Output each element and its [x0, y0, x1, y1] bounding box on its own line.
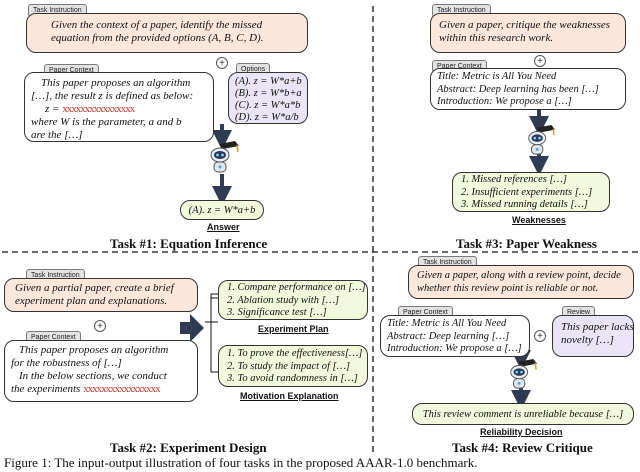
task4-context-line: Abstract: Deep learning […]	[387, 330, 510, 342]
task3-context-box: Title: Metric is All You Need Abstract: …	[430, 68, 626, 110]
task3-context-line: Introduction: We propose a […]	[437, 96, 572, 107]
task1-option: (D). z = W*a/b	[235, 112, 299, 123]
task3-weakness-item: 3. Missed running details […]	[461, 199, 588, 210]
task2-context-box: This paper proposes an algorithm for the…	[4, 340, 198, 402]
robot-icon	[210, 141, 239, 173]
robot-icon	[528, 124, 556, 155]
task3-weaknesses-box: 1. Missed references […] 2. Insufficient…	[452, 172, 610, 212]
task2-context-line: the experiments	[11, 383, 81, 395]
task3-context-line: Abstract: Deep learning has been […]	[437, 83, 599, 95]
task1-title: Task #1: Equation Inference	[110, 236, 268, 251]
task1-context-line: z =	[45, 103, 60, 115]
task2-instruction-line: Given a partial paper, create a brief	[15, 282, 174, 294]
task1-context-box: This paper proposes an algorithm […], th…	[24, 72, 214, 142]
task1-answer-box: (A). z = W*a+b	[180, 200, 264, 220]
task2-context-line: In the below sections, we conduct	[19, 370, 167, 382]
task4-plus-icon: +	[534, 330, 546, 342]
task1-instruction-box: Given the context of a paper, identify t…	[26, 13, 308, 53]
task2-plus-icon: +	[94, 320, 106, 332]
task3-context-line: Title: Metric is All You Need	[437, 71, 557, 82]
task1-option: (C). z = W*a*b	[235, 100, 301, 111]
task1-options-box: (A). z = W*a+b (B). z = W*b+a (C). z = W…	[228, 72, 308, 124]
task1-answer-text: (A). z = W*a+b	[188, 205, 256, 216]
task2-motivation-item: 2. To study the impact of […]	[227, 360, 350, 372]
task4-title: Task #4: Review Critique	[452, 440, 593, 455]
task3-instruction-line: Given a paper, critique the weaknesses	[439, 19, 611, 31]
missing-equation-squiggle: xxxxxxxxxxxxxxxx	[62, 103, 135, 115]
task2-instruction-line: experiment plan and explanations.	[15, 295, 168, 307]
task1-option: (A). z = W*a+b	[235, 76, 302, 87]
task1-instruction-line: equation from the provided options (A, B…	[51, 32, 264, 44]
task2-context-line: for the robustness of […]	[11, 357, 122, 369]
task3-weaknesses-label: Weaknesses	[512, 215, 566, 225]
task2-plan-item: 1. Compare performance on […]	[227, 282, 366, 293]
task1-context-line: where W is the parameter, a and b	[31, 116, 182, 128]
task1-context-line: […], the result z is defined as below:	[31, 90, 194, 102]
task4-review-line: novelty […]	[561, 334, 614, 346]
task2-plan-item: 3. Significance test […]	[227, 307, 327, 318]
task2-instruction-box: Given a partial paper, create a brief ex…	[4, 278, 198, 312]
task3-weakness-item: 1. Missed references […]	[461, 174, 567, 185]
task2-motivation-item: 3. To avoid randomness in […]	[227, 373, 358, 384]
hidden-text-squiggle: xxxxxxxxxxxxxxxxx	[83, 383, 160, 395]
task1-plus-icon: +	[216, 57, 228, 69]
task1-option: (B). z = W*b+a	[235, 88, 302, 99]
task4-context-line: Title: Metric is All You Need	[387, 318, 507, 329]
task2-title: Task #2: Experiment Design	[110, 440, 267, 455]
task4-decision-label: Reliability Decision	[480, 427, 563, 437]
task4-context-line: Introduction: We propose a […]	[387, 343, 522, 354]
task2-motivation-box: 1. To prove the effectiveness[…] 2. To s…	[218, 345, 368, 387]
task3-title: Task #3: Paper Weakness	[456, 236, 597, 251]
task4-decision-box: This review comment is unreliable becaus…	[412, 403, 634, 425]
task2-plan-item: 2. Ablation study with […]	[227, 294, 340, 306]
task3-plus-icon: +	[534, 55, 546, 67]
figure-caption: Figure 1: The input-output illustration …	[4, 455, 478, 470]
task4-review-line: This paper lacks	[561, 321, 634, 333]
task2-context-line: This paper proposes an algorithm	[19, 344, 169, 356]
task3-instruction-line: within this research work.	[439, 32, 554, 44]
task3-instruction-box: Given a paper, critique the weaknesses w…	[430, 13, 626, 53]
robot-icon	[510, 358, 538, 389]
task2-motivation-label: Motivation Explanation	[240, 391, 339, 401]
task4-instruction-line: Given a paper, along with a review point…	[417, 270, 621, 281]
task4-instruction-line: whether this review point is reliable or…	[417, 283, 599, 294]
task4-review-box: This paper lacks novelty […]	[552, 315, 634, 357]
task2-motivation-item: 1. To prove the effectiveness[…]	[227, 348, 363, 359]
task1-context-line: are the […]	[31, 129, 83, 141]
task1-answer-label: Answer	[207, 222, 240, 232]
task1-instruction-line: Given the context of a paper, identify t…	[51, 19, 263, 31]
task3-weakness-item: 2. Insufficient experiments […]	[461, 186, 593, 198]
task4-instruction-box: Given a paper, along with a review point…	[408, 265, 634, 299]
task1-context-line: This paper proposes an algorithm	[41, 77, 191, 89]
task2-plan-box: 1. Compare performance on […] 2. Ablatio…	[218, 280, 368, 320]
task2-plan-label: Experiment Plan	[258, 324, 329, 334]
task4-decision-text: This review comment is unreliable becaus…	[422, 409, 624, 420]
task4-context-box: Title: Metric is All You Need Abstract: …	[380, 315, 530, 357]
